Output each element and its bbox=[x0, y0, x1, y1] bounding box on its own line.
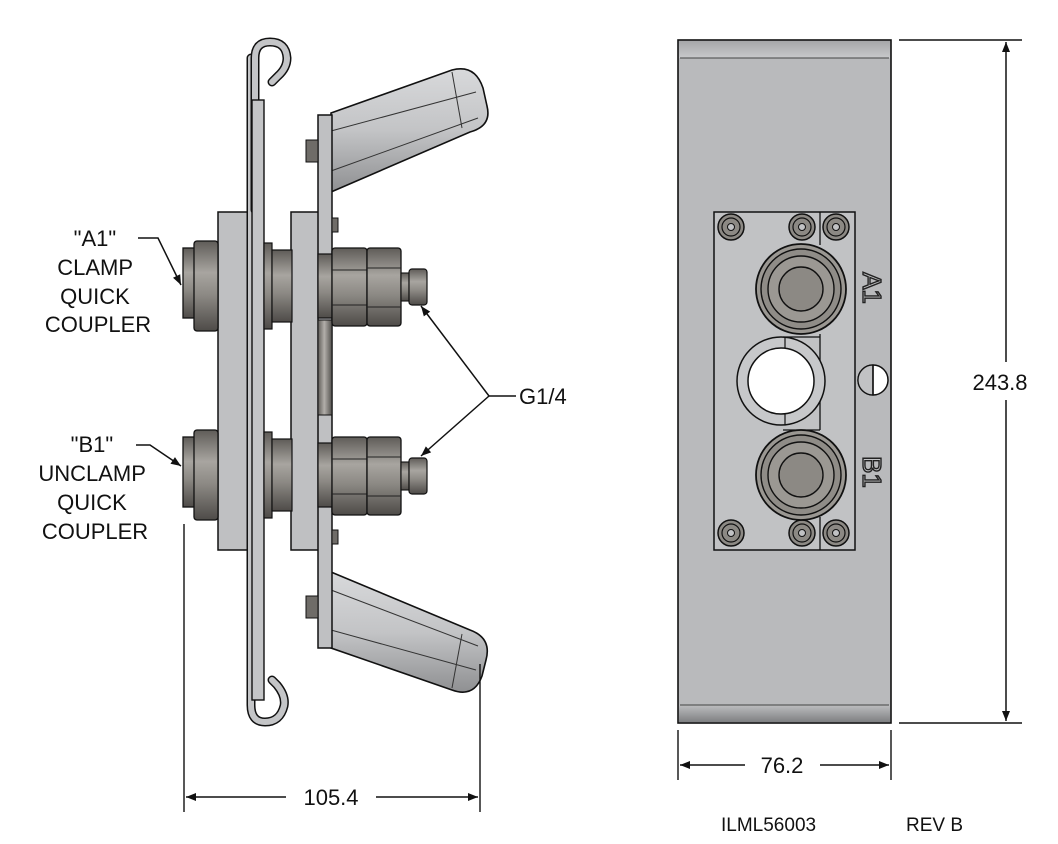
coupler-b1-assembly bbox=[182, 429, 428, 521]
retaining-clip bbox=[246, 37, 292, 727]
revision: REV B bbox=[906, 815, 963, 836]
screw-icon bbox=[717, 519, 745, 547]
screw-icon bbox=[788, 213, 816, 241]
side-width-value: 105.4 bbox=[303, 785, 358, 810]
coupler-a1-assembly bbox=[182, 240, 428, 332]
front-width-value: 76.2 bbox=[761, 753, 804, 778]
part-number: ILML56003 bbox=[721, 815, 816, 836]
engraving-b1: B1 bbox=[857, 456, 887, 488]
front-height-value: 243.8 bbox=[972, 370, 1027, 395]
engraving-a1: A1 bbox=[857, 272, 887, 304]
front-height-dimension bbox=[899, 39, 1022, 724]
lower-handle bbox=[330, 570, 489, 693]
title-block: ILML56003 REV B bbox=[721, 815, 963, 836]
callout-a1-label: "A1" CLAMP QUICK COUPLER bbox=[45, 226, 151, 337]
front-view: A1 B1 bbox=[677, 39, 1022, 780]
screw-icon bbox=[717, 213, 745, 241]
coupler-a1-front bbox=[755, 243, 847, 335]
left-mounting-block bbox=[217, 211, 253, 551]
right-mounting-block bbox=[290, 211, 320, 551]
side-width-dimension bbox=[183, 524, 481, 812]
screw-icon bbox=[822, 213, 850, 241]
orientation-indicator-icon bbox=[857, 364, 889, 396]
side-view bbox=[136, 37, 516, 812]
thread-size-label: G1/4 bbox=[519, 384, 567, 409]
upper-handle bbox=[330, 68, 489, 194]
callout-a1-leader bbox=[138, 237, 182, 286]
thread-callout-leaders bbox=[420, 305, 516, 457]
center-hole bbox=[736, 336, 826, 426]
panel-screws bbox=[717, 213, 850, 547]
screw-icon bbox=[822, 519, 850, 547]
front-width-dimension bbox=[677, 730, 892, 780]
coupler-b1-front bbox=[755, 429, 847, 521]
screw-icon bbox=[788, 519, 816, 547]
callout-b1-label: "B1" UNCLAMP QUICK COUPLER bbox=[38, 432, 151, 544]
callout-b1-leader bbox=[136, 444, 182, 467]
